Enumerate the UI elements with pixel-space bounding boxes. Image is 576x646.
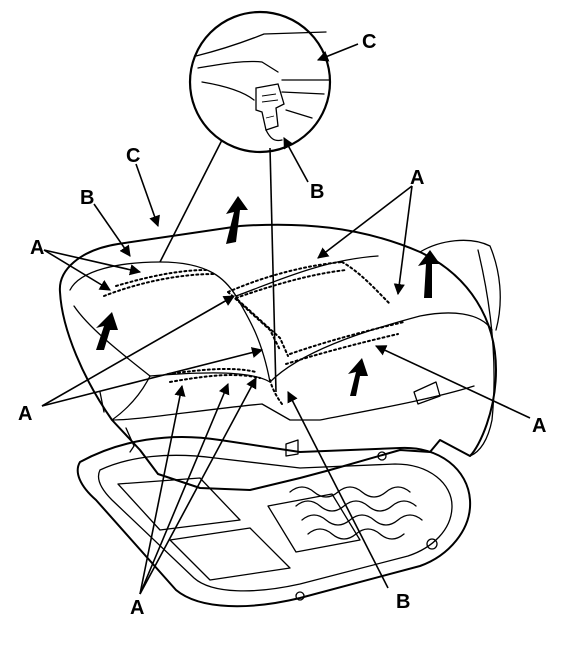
callout-labels: C C B B A A A A A B [18,31,546,619]
leader-lines [41,43,531,595]
detail-magnifier-icon [188,10,332,154]
callout-b-upper: B [80,187,94,209]
callout-c-left: C [126,145,140,167]
clip-rows [103,261,405,405]
callout-c-top: C [362,31,376,53]
seat-frame [76,435,472,608]
callout-a-left-mid: A [18,403,32,425]
callout-b-detail: B [310,181,324,203]
callout-b-bottom: B [396,591,410,613]
callout-a-right-lower: A [532,415,546,437]
lift-arrow-icon [96,196,440,396]
callout-a-right-upper: A [410,167,424,189]
callout-a-left-upper: A [30,237,44,259]
seat-springs [289,486,423,540]
callout-a-bottom: A [130,597,144,619]
